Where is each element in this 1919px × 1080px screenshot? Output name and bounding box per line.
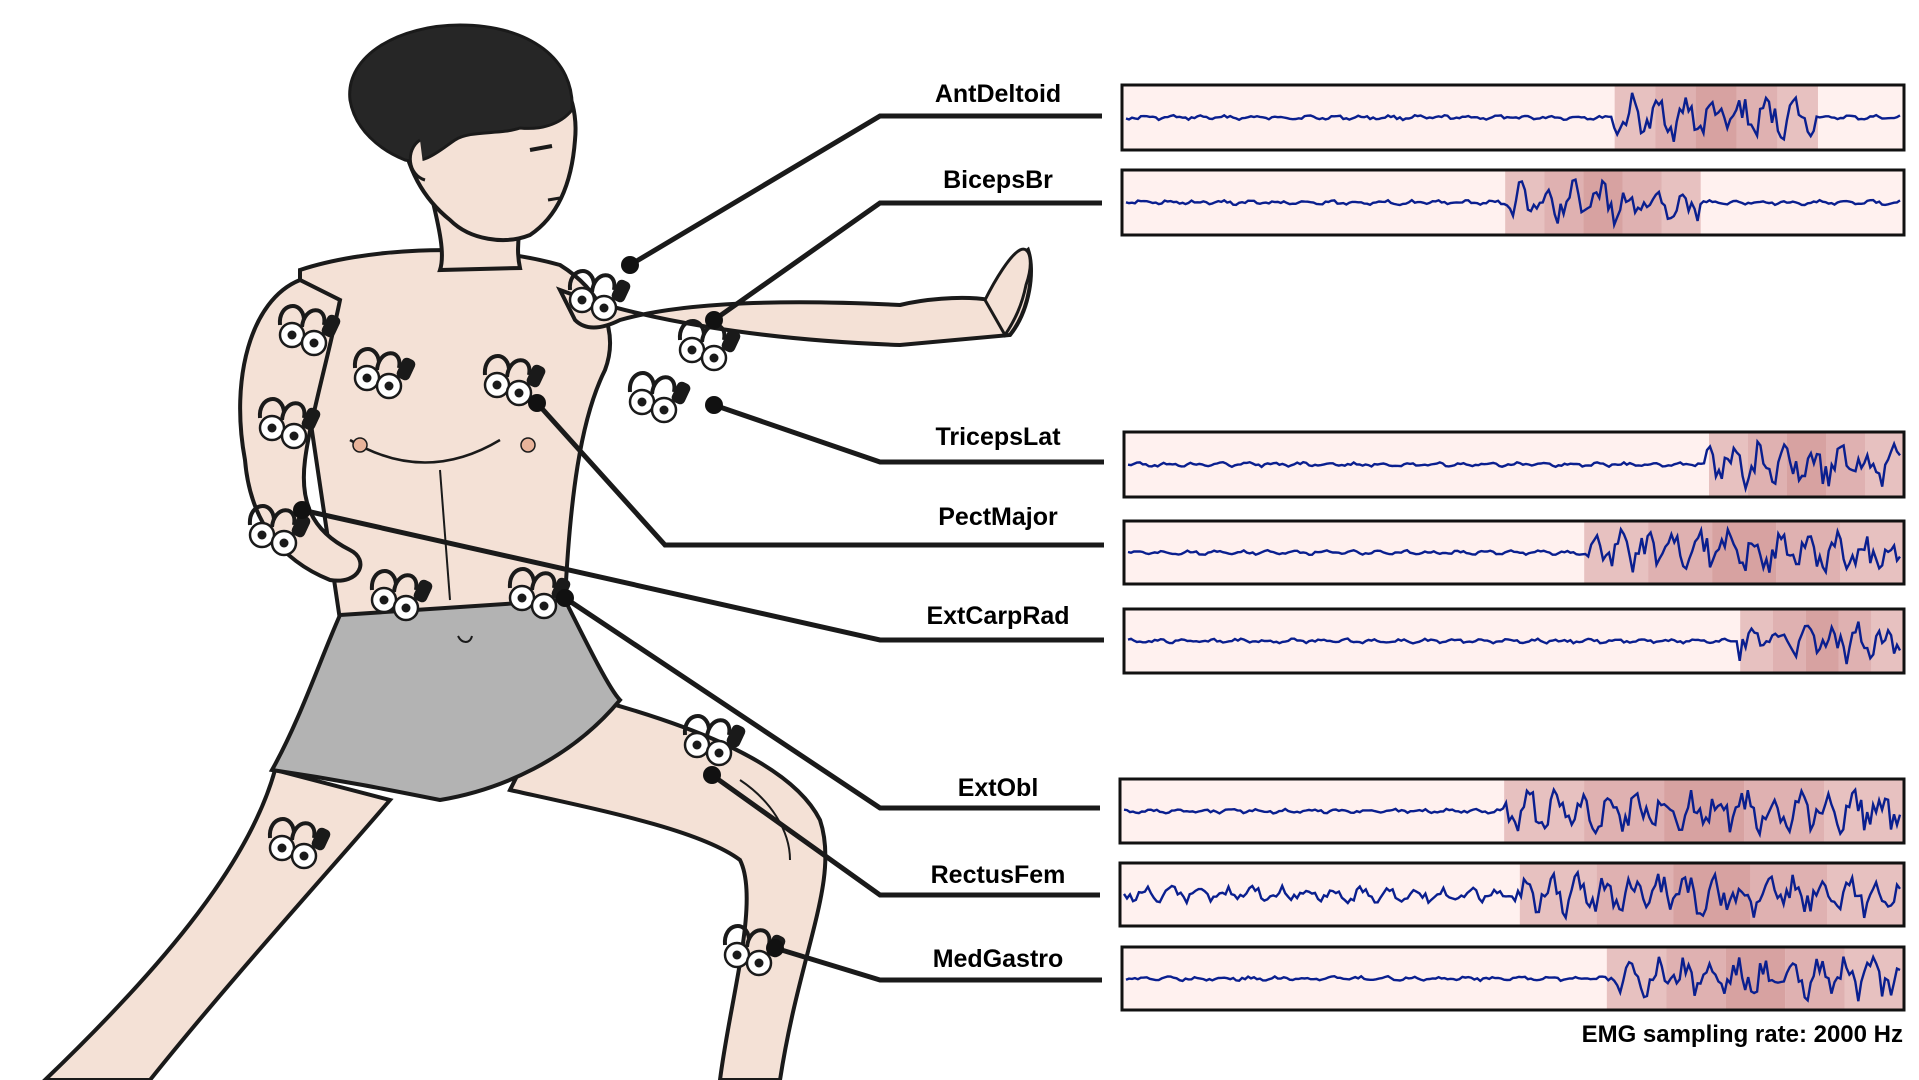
emg-trace-antdeltoid bbox=[1125, 92, 1901, 142]
electrode-pin-antdeltoid bbox=[621, 256, 639, 274]
emg-trace-pectmajor bbox=[1127, 525, 1901, 576]
activation-band-extobl bbox=[1584, 779, 1665, 843]
shorts bbox=[268, 597, 623, 803]
activation-band-bicepsbr bbox=[1622, 170, 1662, 235]
activation-band-rectusfem bbox=[1596, 863, 1674, 926]
signal-panel-border-extobl bbox=[1118, 777, 1906, 845]
emg-trace-rectusfem bbox=[1123, 869, 1901, 921]
leader-line-medgastro bbox=[774, 945, 1102, 983]
channel-label-rectusfem: RectusFem bbox=[930, 861, 1066, 889]
leader-line-bicepsbr bbox=[712, 200, 1102, 323]
activation-band-extcarprad bbox=[1772, 609, 1806, 673]
leader-line-extcarprad bbox=[301, 507, 1104, 643]
electrode-pin-tricepslat bbox=[705, 396, 723, 414]
chest-line-2 bbox=[439, 469, 451, 601]
emg-trace-extobl bbox=[1123, 786, 1902, 839]
activation-band-bicepsbr bbox=[1505, 170, 1545, 235]
emg-panels bbox=[1118, 83, 1906, 1012]
activation-band-antdeltoid bbox=[1695, 85, 1737, 150]
emg-electrode-icon bbox=[627, 371, 694, 424]
channel-label-antdeltoid: AntDeltoid bbox=[934, 80, 1062, 108]
activation-band-bicepsbr bbox=[1661, 170, 1701, 235]
channel-label-bicepsbr: BicepsBr bbox=[943, 166, 1053, 194]
leader-line-extobl bbox=[563, 595, 1100, 811]
hair bbox=[348, 23, 574, 163]
channel-label-extobl: ExtObl bbox=[957, 774, 1039, 802]
leader-line-rectusfem bbox=[710, 772, 1100, 898]
signal-panel-border-bicepsbr bbox=[1120, 168, 1906, 237]
activation-band-extobl bbox=[1824, 779, 1904, 843]
hand bbox=[983, 247, 1032, 338]
mouth bbox=[547, 196, 561, 202]
signal-panel-border-rectusfem bbox=[1118, 861, 1906, 928]
activation-band-extobl bbox=[1664, 779, 1745, 843]
signal-panel-border-pectmajor bbox=[1122, 519, 1906, 586]
activation-band-rectusfem bbox=[1673, 863, 1751, 926]
activation-band-bicepsbr bbox=[1544, 170, 1584, 235]
right-nipple bbox=[520, 437, 536, 453]
signal-panel-border-extcarprad bbox=[1122, 607, 1906, 675]
back-leg bbox=[42, 767, 394, 1080]
signal-panel-border-tricepslat bbox=[1122, 430, 1906, 499]
leader-line-pectmajor bbox=[535, 401, 1104, 548]
channel-label-medgastro: MedGastro bbox=[932, 945, 1064, 973]
ear bbox=[409, 138, 426, 182]
left-nipple bbox=[352, 437, 368, 453]
emg-trace-bicepsbr bbox=[1125, 177, 1901, 230]
activation-band-pectmajor bbox=[1712, 521, 1777, 584]
knee-line bbox=[739, 779, 791, 861]
activation-band-extcarprad bbox=[1871, 609, 1904, 673]
signal-panel-border-medgastro bbox=[1120, 945, 1906, 1012]
emg-trace-extcarprad bbox=[1127, 621, 1902, 665]
navel bbox=[457, 635, 473, 643]
electrode-pin-pectmajor bbox=[528, 394, 546, 412]
leader-line-antdeltoid bbox=[628, 113, 1102, 268]
activation-band-extobl bbox=[1744, 779, 1825, 843]
eye bbox=[529, 144, 553, 152]
channel-label-extcarprad: ExtCarpRad bbox=[926, 602, 1070, 630]
electrode-pin-bicepsbr bbox=[705, 311, 723, 329]
activation-band-tricepslat bbox=[1748, 432, 1787, 497]
activation-band-medgastro bbox=[1606, 947, 1667, 1010]
chest-line bbox=[349, 438, 501, 464]
electrode-pin-rectusfem bbox=[703, 766, 721, 784]
emg-trace-medgastro bbox=[1125, 953, 1901, 1003]
emg-trace-tricepslat bbox=[1127, 438, 1901, 494]
channel-label-tricepslat: TricepsLat bbox=[935, 423, 1061, 451]
activation-band-antdeltoid bbox=[1614, 85, 1656, 150]
electrode-pin-extcarprad bbox=[293, 501, 311, 519]
activation-band-medgastro bbox=[1785, 947, 1845, 1010]
sampling-rate-note: EMG sampling rate: 2000 Hz bbox=[1581, 1021, 1903, 1048]
activation-band-bicepsbr bbox=[1583, 170, 1623, 235]
activation-band-extcarprad bbox=[1838, 609, 1872, 673]
human-figure bbox=[42, 23, 1033, 1080]
electrode-pin-medgastro bbox=[766, 939, 784, 957]
electrode-pin-extobl bbox=[556, 589, 574, 607]
leader-line-tricepslat bbox=[713, 402, 1104, 465]
activation-band-extobl bbox=[1504, 779, 1585, 843]
activation-band-antdeltoid bbox=[1655, 85, 1696, 150]
signal-panel-border-antdeltoid bbox=[1120, 83, 1906, 152]
leader-lines bbox=[293, 113, 1104, 983]
channel-label-pectmajor: PectMajor bbox=[938, 503, 1058, 531]
activation-band-medgastro bbox=[1725, 947, 1786, 1010]
